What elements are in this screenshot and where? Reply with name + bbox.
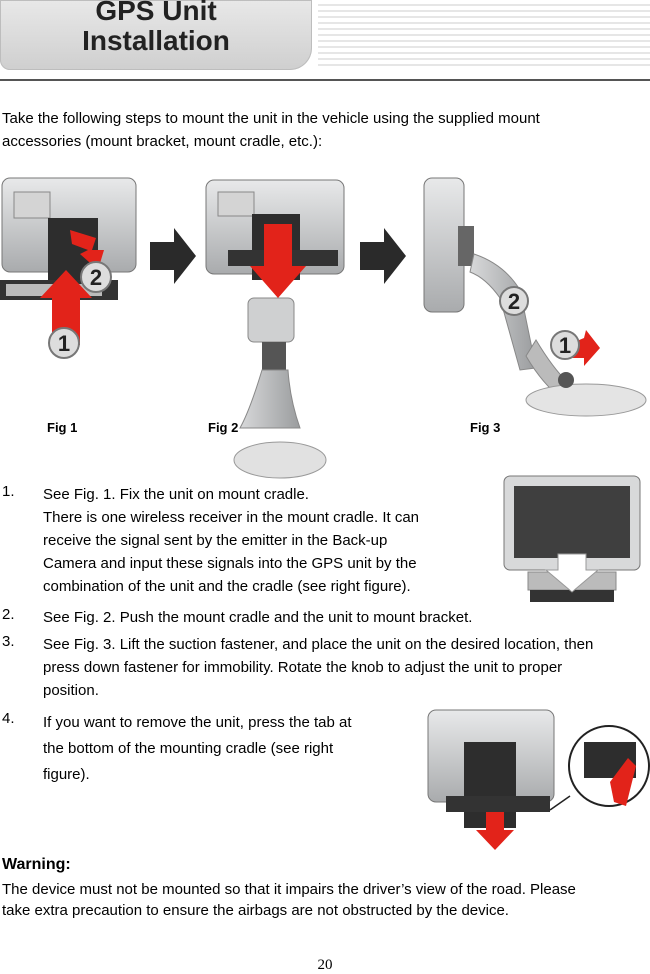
- step-3-number: 3.: [2, 633, 15, 650]
- step-2-number: 2.: [2, 606, 15, 623]
- step-1-line: See Fig. 1. Fix the unit on mount cradle…: [43, 486, 309, 503]
- fig2-label: Fig 2: [208, 420, 239, 435]
- warning-line2: take extra precaution to ensure the airb…: [2, 902, 509, 919]
- step-3-line: See Fig. 3. Lift the suction fastener, a…: [43, 636, 594, 653]
- fig3-device-illustration: [423, 177, 647, 417]
- step-2-line: See Fig. 2. Push the mount cradle and th…: [43, 609, 473, 626]
- fig1-callout-2: 2: [80, 261, 112, 293]
- step-1-line: There is one wireless receiver in the mo…: [43, 509, 420, 526]
- step-3-text: See Fig. 3. Lift the suction fastener, a…: [43, 633, 649, 702]
- header-divider: [0, 79, 650, 81]
- fig3-callout-1-text: 1: [559, 333, 571, 358]
- fig3-callout-1: 1: [550, 330, 580, 360]
- step-1-line: combination of the unit and the cradle (…: [43, 578, 411, 595]
- fig1-callout-1: 1: [48, 327, 80, 359]
- page-title-line2: Installation: [82, 25, 230, 56]
- receiver-figure: [503, 475, 641, 602]
- step-1-line: receive the signal sent by the emitter i…: [43, 532, 388, 549]
- page-number: 20: [317, 957, 333, 973]
- step-4-text: If you want to remove the unit, press th…: [43, 710, 413, 788]
- step-4-number: 4.: [2, 710, 15, 727]
- fig2-red-arrow: [250, 224, 306, 298]
- step-3-line: press down fastener for immobility. Rota…: [43, 659, 563, 676]
- fig1-callout-1-text: 1: [58, 331, 70, 356]
- fig3-callout-2: 2: [499, 286, 529, 316]
- step-4-line: If you want to remove the unit, press th…: [43, 714, 352, 731]
- warning-text: The device must not be mounted so that i…: [2, 879, 650, 921]
- step-1-number: 1.: [2, 483, 15, 500]
- mounting-figures: 1 2 1 2: [0, 177, 647, 479]
- remove-tab-figure: [427, 709, 650, 850]
- page-title-line1: GPS Unit: [95, 0, 217, 26]
- page-title: GPS Unit Installation: [0, 0, 312, 56]
- warning-heading: Warning:: [2, 856, 71, 873]
- intro-paragraph: Take the following steps to mount the un…: [2, 107, 642, 153]
- fig1-red-arrows: [40, 230, 104, 345]
- step-1-text: See Fig. 1. Fix the unit on mount cradle…: [43, 483, 493, 598]
- fig3-label: Fig 3: [470, 420, 501, 435]
- step-4-line: figure).: [43, 766, 90, 783]
- step-2-text: See Fig. 2. Push the mount cradle and th…: [43, 606, 643, 629]
- fig1-callout-2-text: 2: [90, 265, 102, 290]
- intro-line1: Take the following steps to mount the un…: [2, 110, 540, 127]
- fig3-callout-2-text: 2: [508, 289, 520, 314]
- step-3-line: position.: [43, 682, 99, 699]
- step-1-line: Camera and input these signals into the …: [43, 555, 417, 572]
- step-arrow-2-icon: [360, 228, 406, 284]
- header-stripes: [318, 4, 650, 66]
- step-4-line: the bottom of the mounting cradle (see r…: [43, 740, 334, 757]
- fig1-label: Fig 1: [47, 420, 78, 435]
- step-arrow-1-icon: [150, 228, 196, 284]
- header-tab: [0, 0, 312, 70]
- intro-line2: accessories (mount bracket, mount cradle…: [2, 133, 323, 150]
- warning-line1: The device must not be mounted so that i…: [2, 881, 576, 898]
